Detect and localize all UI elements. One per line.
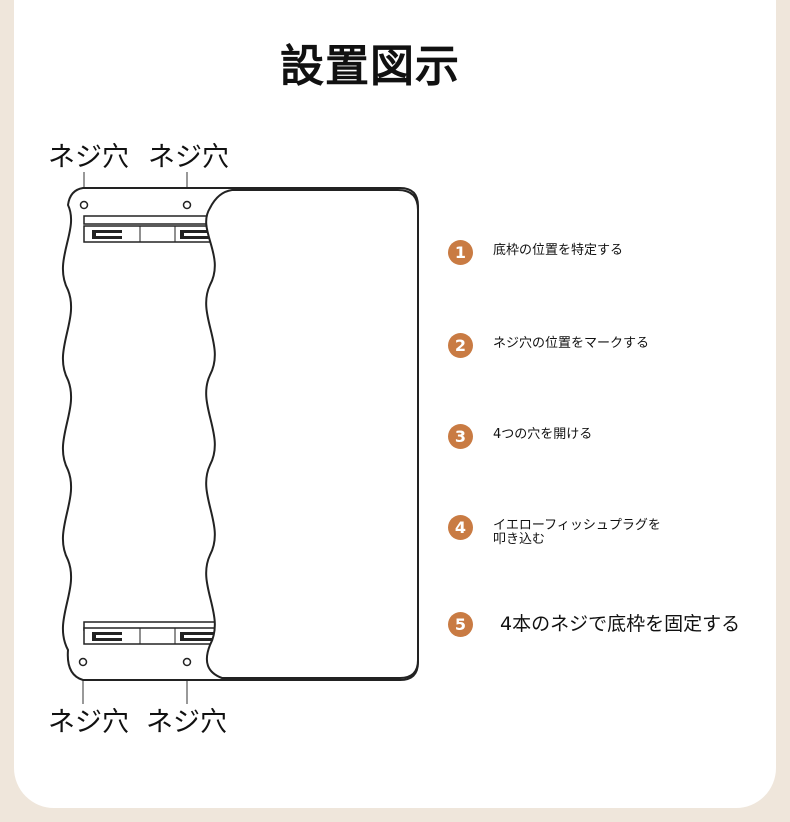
front-panel-outline (205, 189, 419, 679)
bottom-frame-bracket-bottom (83, 621, 219, 645)
screw-hole-top-right (182, 200, 192, 210)
step-1-text: 底枠の位置を特定する (493, 243, 624, 258)
step-5-text: 4本のネジで底枠を固定する (500, 613, 741, 635)
step-1-number: 1 (448, 240, 473, 265)
step-2: 2 ネジ穴の位置をマークする (448, 333, 649, 358)
step-5-number: 5 (448, 612, 473, 637)
screw-hole-label-bottom-left: ネジ穴 (48, 707, 129, 738)
step-3-text: 4つの穴を開ける (493, 427, 593, 442)
step-4-number: 4 (448, 515, 473, 540)
step-4: 4 イエローフィッシュプラグを 叩き込む (448, 515, 661, 547)
step-2-text: ネジ穴の位置をマークする (493, 336, 650, 351)
step-2-number: 2 (448, 333, 473, 358)
screw-hole-bottom-right (182, 657, 192, 667)
step-5: 5 4本のネジで底枠を固定する (448, 612, 740, 637)
step-3: 3 4つの穴を開ける (448, 424, 592, 449)
screw-hole-label-bottom-right: ネジ穴 (146, 707, 227, 738)
screw-hole-bottom-left (78, 657, 88, 667)
step-4-text: イエローフィッシュプラグを 叩き込む (493, 518, 661, 547)
step-3-number: 3 (448, 424, 473, 449)
page-title: 設置図示 (280, 41, 460, 92)
screw-hole-label-top-left: ネジ穴 (48, 142, 129, 173)
step-1: 1 底枠の位置を特定する (448, 240, 623, 265)
screw-hole-label-top-right: ネジ穴 (148, 142, 229, 173)
bottom-frame-bracket-top (83, 215, 219, 243)
screw-hole-top-left (79, 200, 89, 210)
